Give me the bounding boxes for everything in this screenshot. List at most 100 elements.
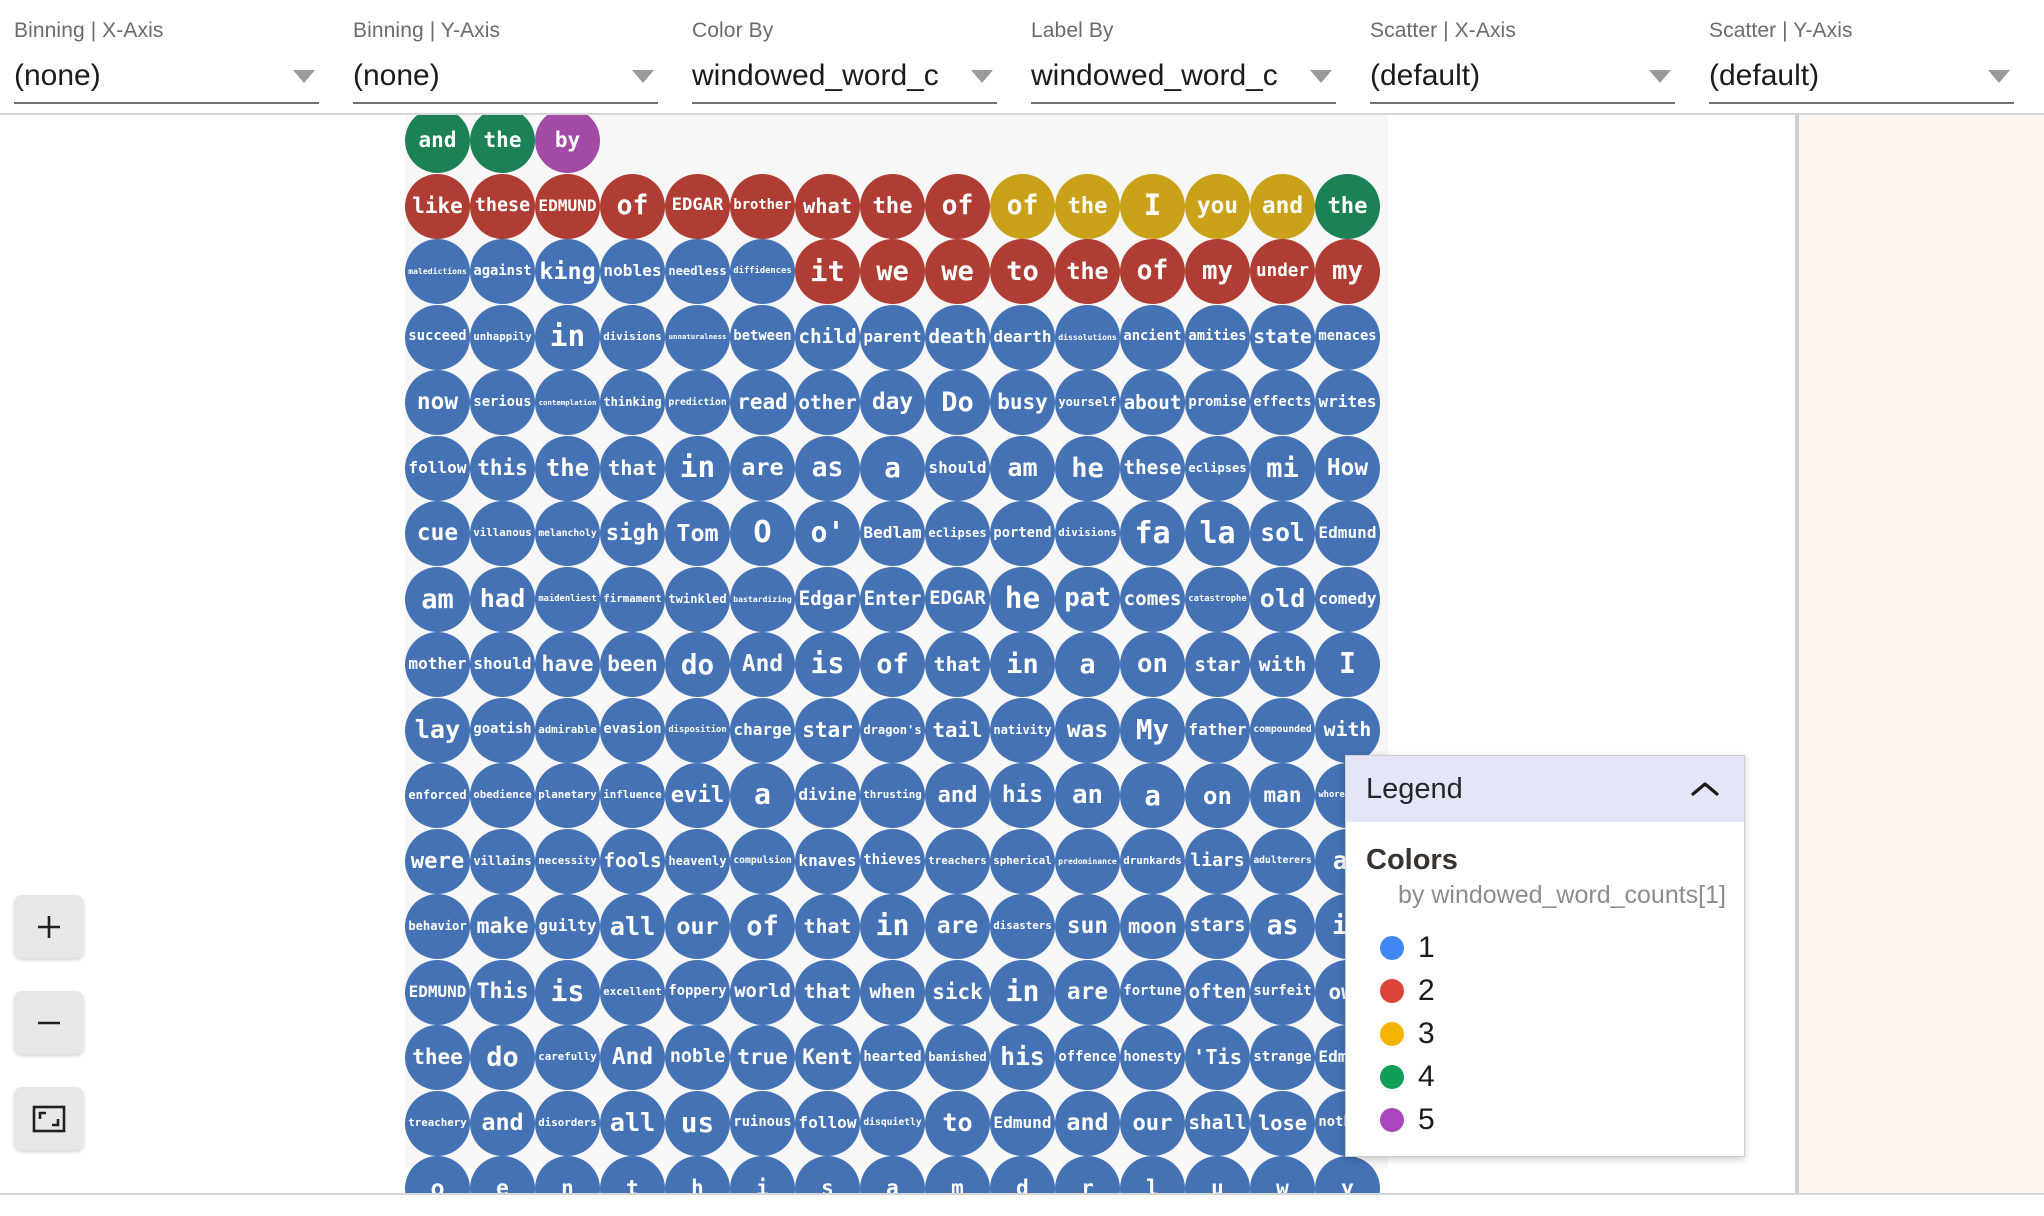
bubble-point[interactable]: foppery [665, 959, 730, 1025]
bubble-point[interactable]: we [925, 239, 990, 304]
bubble-point[interactable]: should [925, 435, 990, 501]
bubble-point[interactable]: fools [600, 828, 665, 894]
bubble-point[interactable]: do [470, 1025, 535, 1090]
bubble-point[interactable]: shall [1185, 1090, 1250, 1156]
bubble-point[interactable]: serious [470, 370, 535, 435]
bubble-point[interactable]: needless [665, 239, 730, 304]
legend-panel[interactable]: Legend Colors by windowed_word_counts[1]… [1345, 755, 1745, 1157]
bubble-point[interactable]: our [665, 894, 730, 959]
bubble-point[interactable]: man [1250, 763, 1315, 828]
bubble-point[interactable]: promise [1185, 370, 1250, 435]
bubble-point[interactable]: between [730, 304, 795, 370]
bubble-point[interactable]: a [1055, 632, 1120, 697]
bubble-point[interactable]: maidenliest [535, 566, 600, 632]
bubble-point[interactable]: on [1120, 632, 1185, 697]
scatter-y-axis-control[interactable]: Scatter | Y-Axis(default) [1695, 0, 2034, 104]
bubble-point[interactable]: was [1055, 697, 1120, 763]
bubble-point[interactable]: O [730, 501, 795, 566]
bubble-point[interactable]: world [730, 959, 795, 1025]
bubble-point[interactable]: disposition [665, 697, 730, 763]
bubble-point[interactable]: EDGAR [665, 173, 730, 239]
bubble-point[interactable]: star [1185, 632, 1250, 697]
bubble-point[interactable]: of [600, 173, 665, 239]
scatter-x-axis-control[interactable]: Scatter | X-Axis(default) [1356, 0, 1695, 104]
bubble-point[interactable]: disquietly [860, 1090, 925, 1156]
bubble-point[interactable]: hearted [860, 1025, 925, 1090]
bubble-point[interactable]: and [1055, 1090, 1120, 1156]
bubble-point[interactable]: e [470, 1156, 535, 1193]
bubble-point[interactable]: other [795, 370, 860, 435]
bubble-point[interactable]: succeed [405, 304, 470, 370]
bubble-point[interactable]: sol [1250, 501, 1315, 566]
bubble-point[interactable]: king [535, 239, 600, 304]
bubble-point[interactable]: are [1055, 959, 1120, 1025]
bubble-point[interactable]: all [600, 894, 665, 959]
bubble-point[interactable]: la [1185, 501, 1250, 566]
bubble-point[interactable]: these [1120, 435, 1185, 501]
bubble-point[interactable]: the [1055, 239, 1120, 304]
bubble-point[interactable]: like [405, 173, 470, 239]
bubble-point[interactable]: am [990, 435, 1055, 501]
bubble-point[interactable]: excellent [600, 959, 665, 1025]
bubble-point[interactable]: writes [1315, 370, 1380, 435]
bubble-point[interactable]: evil [665, 763, 730, 828]
bubble-point[interactable]: i [730, 1156, 795, 1193]
bubble-point[interactable]: bastardizing [730, 566, 795, 632]
bubble-point[interactable]: behavior [405, 894, 470, 959]
bubble-point[interactable]: t [600, 1156, 665, 1193]
bubble-point[interactable]: ancient [1120, 304, 1185, 370]
bubble-point[interactable]: us [665, 1090, 730, 1156]
bubble-point[interactable]: tail [925, 697, 990, 763]
bubble-point[interactable]: and [1250, 173, 1315, 239]
bubble-point[interactable]: my [1315, 239, 1380, 304]
bubble-point[interactable]: father [1185, 697, 1250, 763]
bubble-point[interactable]: knaves [795, 828, 860, 894]
bubble-point[interactable]: nobles [600, 239, 665, 304]
bubble-point[interactable]: evasion [600, 697, 665, 763]
bubble-point[interactable]: twinkled [665, 566, 730, 632]
bubble-point[interactable]: all [600, 1090, 665, 1156]
bubble-point[interactable]: what [795, 173, 860, 239]
bubble-point[interactable]: necessity [535, 828, 600, 894]
bubble-point[interactable]: the [1315, 173, 1380, 239]
bubble-point[interactable]: h [665, 1156, 730, 1193]
bubble-point[interactable]: now [405, 370, 470, 435]
bubble-point[interactable]: honesty [1120, 1025, 1185, 1090]
bubble-point[interactable]: EDMUND [405, 959, 470, 1025]
bubble-point[interactable]: death [925, 304, 990, 370]
bubble-point[interactable]: thee [405, 1025, 470, 1090]
bubble-point[interactable]: fa [1120, 501, 1185, 566]
bubble-point[interactable]: compulsion [730, 828, 795, 894]
bubble-point[interactable]: been [600, 632, 665, 697]
bubble-point[interactable]: divisions [600, 304, 665, 370]
legend-item[interactable]: 5 [1380, 1098, 1744, 1141]
bubble-point[interactable]: treachery [405, 1090, 470, 1156]
bubble-point[interactable]: divisions [1055, 501, 1120, 566]
bubble-point[interactable]: Bedlam [860, 501, 925, 566]
bubble-point[interactable]: guilty [535, 894, 600, 959]
bubble-point[interactable]: our [1120, 1090, 1185, 1156]
bubble-point[interactable]: r [1055, 1156, 1120, 1193]
legend-header[interactable]: Legend [1346, 756, 1744, 822]
scatter-y-axis-select[interactable]: (default) [1709, 50, 2014, 104]
bubble-point[interactable]: day [860, 370, 925, 435]
bubble-point[interactable]: as [1250, 894, 1315, 959]
bubble-point[interactable]: he [990, 566, 1055, 632]
bubble-point[interactable]: o' [795, 501, 860, 566]
bubble-point[interactable]: against [470, 239, 535, 304]
bubble-point[interactable]: predominance [1055, 828, 1120, 894]
bubble-point[interactable]: is [795, 632, 860, 697]
bubble-point[interactable]: he [1055, 435, 1120, 501]
bubble-point[interactable]: pat [1055, 566, 1120, 632]
binning-y-axis-control[interactable]: Binning | Y-Axis(none) [339, 0, 678, 104]
bubble-point[interactable]: villains [470, 828, 535, 894]
bubble-point[interactable]: w [1250, 1156, 1315, 1193]
bubble-point[interactable]: eclipses [1185, 435, 1250, 501]
bubble-point[interactable]: of [990, 173, 1055, 239]
legend-item[interactable]: 4 [1380, 1055, 1744, 1098]
bubble-point[interactable]: were [405, 828, 470, 894]
bubble-point[interactable]: I [1120, 173, 1185, 239]
bubble-point[interactable]: u [1185, 1156, 1250, 1193]
